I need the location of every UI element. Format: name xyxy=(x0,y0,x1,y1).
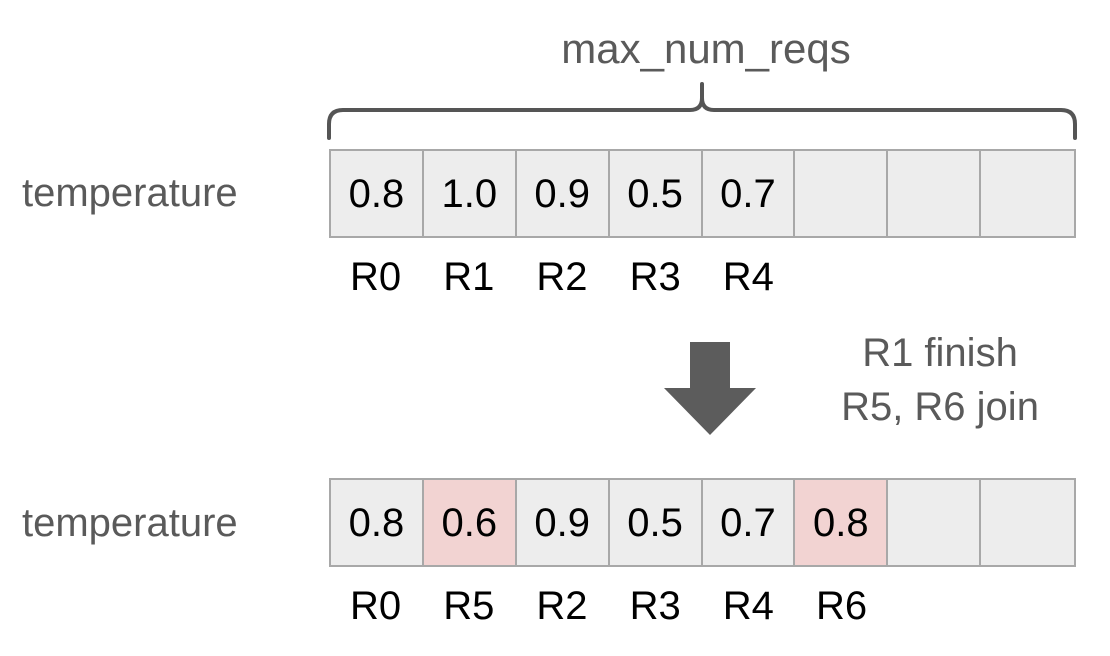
request-id-label: R3 xyxy=(629,255,681,299)
slot-cell xyxy=(888,151,982,236)
request-id-label: R3 xyxy=(629,584,681,628)
slot-cell: 0.5 xyxy=(609,151,703,236)
annotation-line-2: R5, R6 join xyxy=(841,385,1039,429)
request-id-label xyxy=(888,253,981,301)
slot-cell: 1.0 xyxy=(423,151,517,236)
request-id-label: R0 xyxy=(350,584,402,628)
request-id-label: R5 xyxy=(443,584,495,628)
slot-cell: 0.9 xyxy=(516,480,610,565)
request-id-label xyxy=(981,253,1074,301)
annotation-line-1: R1 finish xyxy=(862,331,1018,375)
request-index-row-before: R0 R1 R2 R3 R4 xyxy=(329,253,1076,301)
slot-cell: 0.9 xyxy=(516,151,610,236)
request-id-label: R2 xyxy=(536,584,588,628)
slot-cell-highlighted: 0.6 xyxy=(423,480,517,565)
slot-cell: 0.8 xyxy=(331,480,424,565)
slot-cell: 0.5 xyxy=(609,480,703,565)
slot-cell: 0.8 xyxy=(331,151,424,236)
slot-cell xyxy=(888,480,982,565)
request-id-label xyxy=(795,253,888,301)
arrow-down-icon xyxy=(664,342,756,435)
slot-cell: 0.7 xyxy=(702,480,796,565)
slot-cell xyxy=(795,151,889,236)
transition-annotation: R1 finish R5, R6 join xyxy=(790,326,1090,434)
brace-label: max_num_reqs xyxy=(561,25,851,72)
slot-cell: 0.7 xyxy=(702,151,796,236)
max-num-reqs-brace xyxy=(320,78,1084,144)
brace-icon xyxy=(327,82,1077,140)
transition-arrow xyxy=(663,342,757,436)
row-label-temperature-before: temperature xyxy=(22,171,238,215)
request-id-label: R1 xyxy=(443,255,495,299)
request-id-label xyxy=(981,582,1074,630)
slot-cell xyxy=(981,151,1074,236)
row-label-temperature-after: temperature xyxy=(22,501,238,545)
slot-cell-highlighted: 0.8 xyxy=(795,480,889,565)
request-index-row-after: R0 R5 R2 R3 R4 R6 xyxy=(329,582,1076,630)
request-id-label: R6 xyxy=(815,584,868,628)
slot-cell xyxy=(981,480,1074,565)
request-id-label: R4 xyxy=(722,255,774,299)
request-id-label: R4 xyxy=(722,584,774,628)
request-id-label xyxy=(888,582,981,630)
request-id-label: R2 xyxy=(536,255,588,299)
tensor-row-before: 0.8 1.0 0.9 0.5 0.7 xyxy=(329,149,1076,238)
tensor-row-after: 0.8 0.6 0.9 0.5 0.7 0.8 xyxy=(329,478,1076,567)
request-id-label: R0 xyxy=(350,255,402,299)
